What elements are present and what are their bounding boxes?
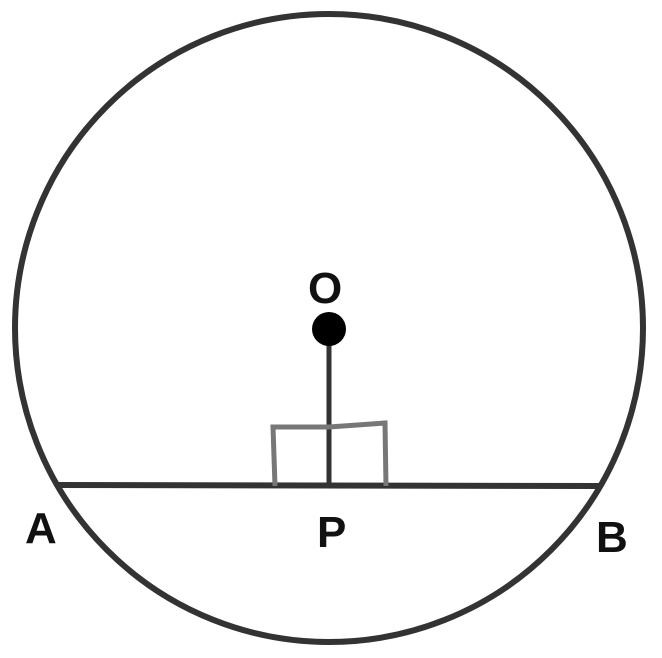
circle: [12, 11, 646, 645]
label-a: A: [25, 504, 57, 553]
label-p: P: [317, 508, 346, 557]
right-angle-left: [270, 424, 329, 487]
label-b: B: [596, 513, 628, 562]
right-angle-right: [328, 420, 389, 487]
center-point: [312, 312, 346, 346]
label-o: O: [308, 264, 342, 313]
